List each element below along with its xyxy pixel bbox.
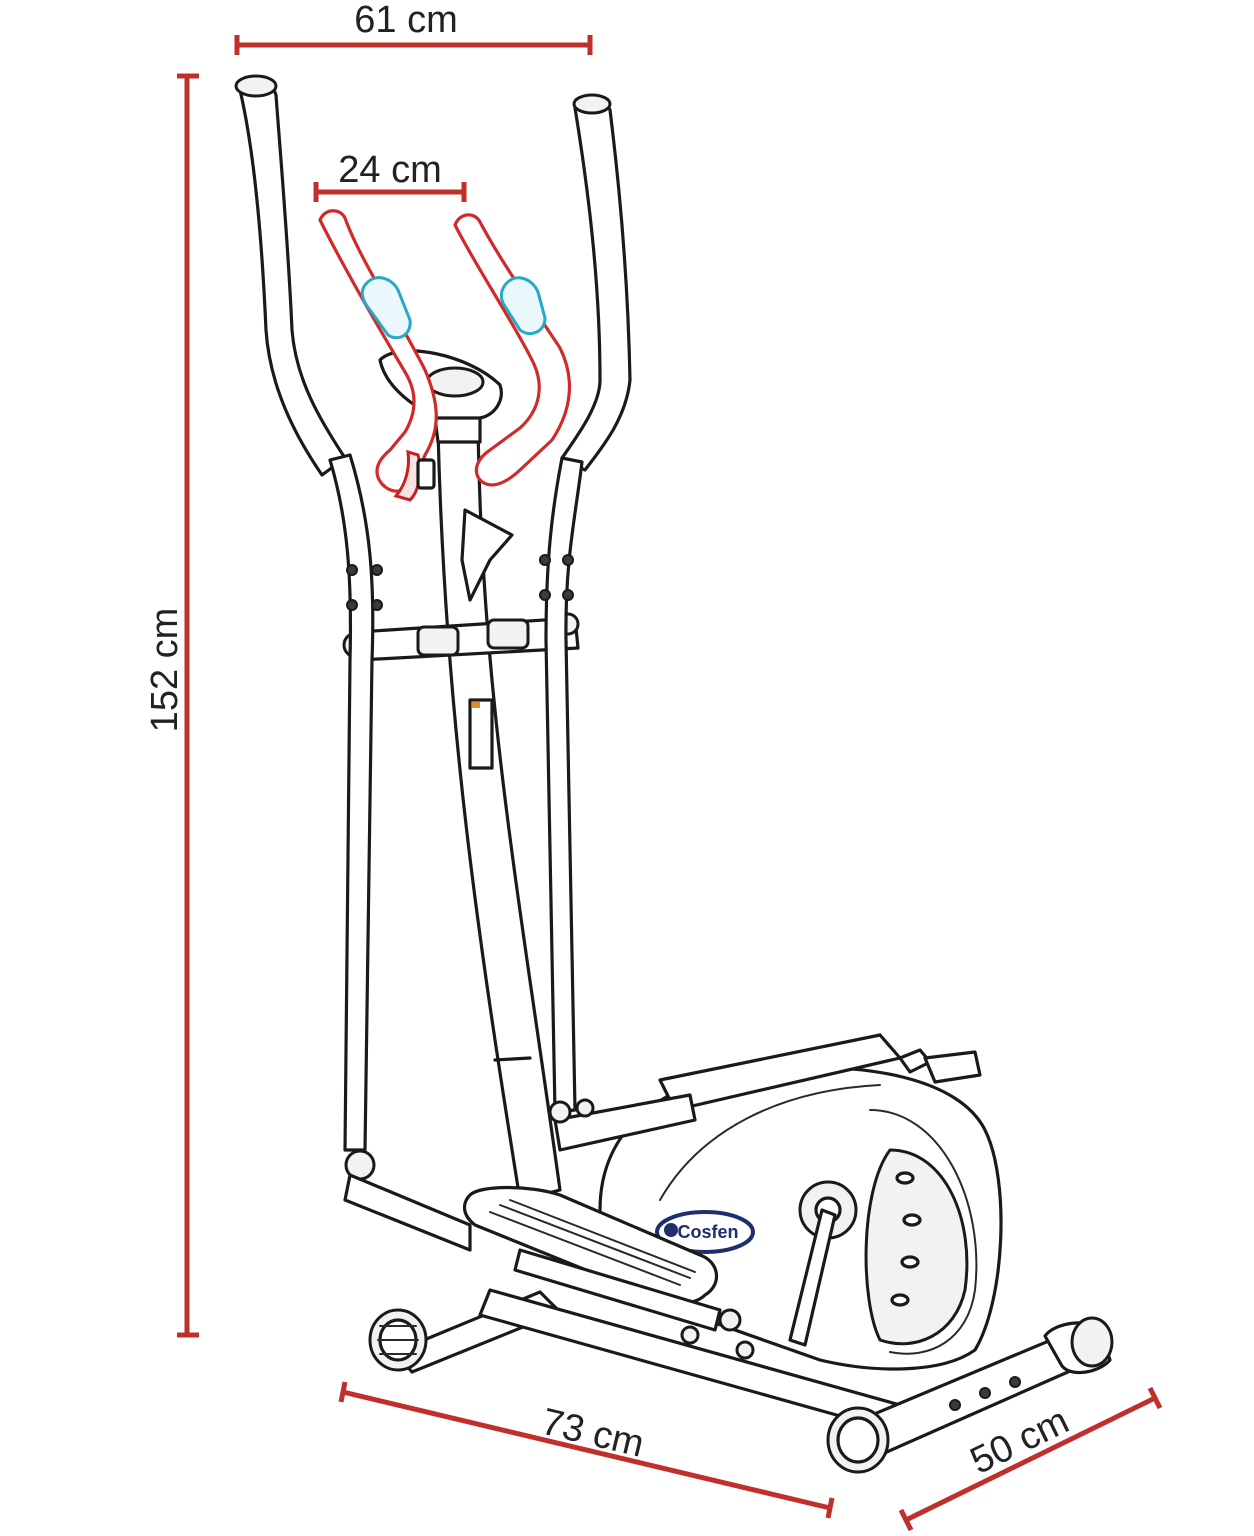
brand-badge-text: Cosfen	[677, 1222, 738, 1242]
dimension-tick	[1147, 1386, 1163, 1410]
left-moving-handle	[234, 74, 472, 1252]
console-display	[378, 349, 503, 444]
foot-pedal	[463, 1185, 755, 1360]
dimension-length: 73 cm	[338, 1381, 835, 1519]
dimension-inner-handle: 24 cm	[313, 149, 467, 202]
base-rail	[478, 1288, 1114, 1474]
dimension-label: 24 cm	[338, 149, 441, 191]
dimension-width-top: 61 cm	[234, 0, 593, 55]
dimension-tick	[898, 1508, 914, 1532]
inner-static-handlebars	[318, 209, 571, 502]
flywheel-housing	[598, 1033, 1003, 1371]
brand-badge: Cosfen	[655, 1210, 755, 1254]
dimension-label: 152 cm	[144, 608, 186, 733]
elliptical-trainer-drawing: Cosfen	[234, 74, 1114, 1474]
dimension-line	[904, 1395, 1157, 1523]
dimension-label: 73 cm	[538, 1401, 648, 1466]
dimension-tick	[825, 1497, 835, 1519]
main-mast	[436, 426, 697, 1202]
dimension-height: 152 cm	[144, 73, 199, 1338]
right-moving-handle	[539, 93, 632, 1124]
dimension-label: 61 cm	[354, 0, 457, 41]
dimension-line	[342, 1389, 831, 1511]
dimension-tick	[338, 1381, 348, 1403]
